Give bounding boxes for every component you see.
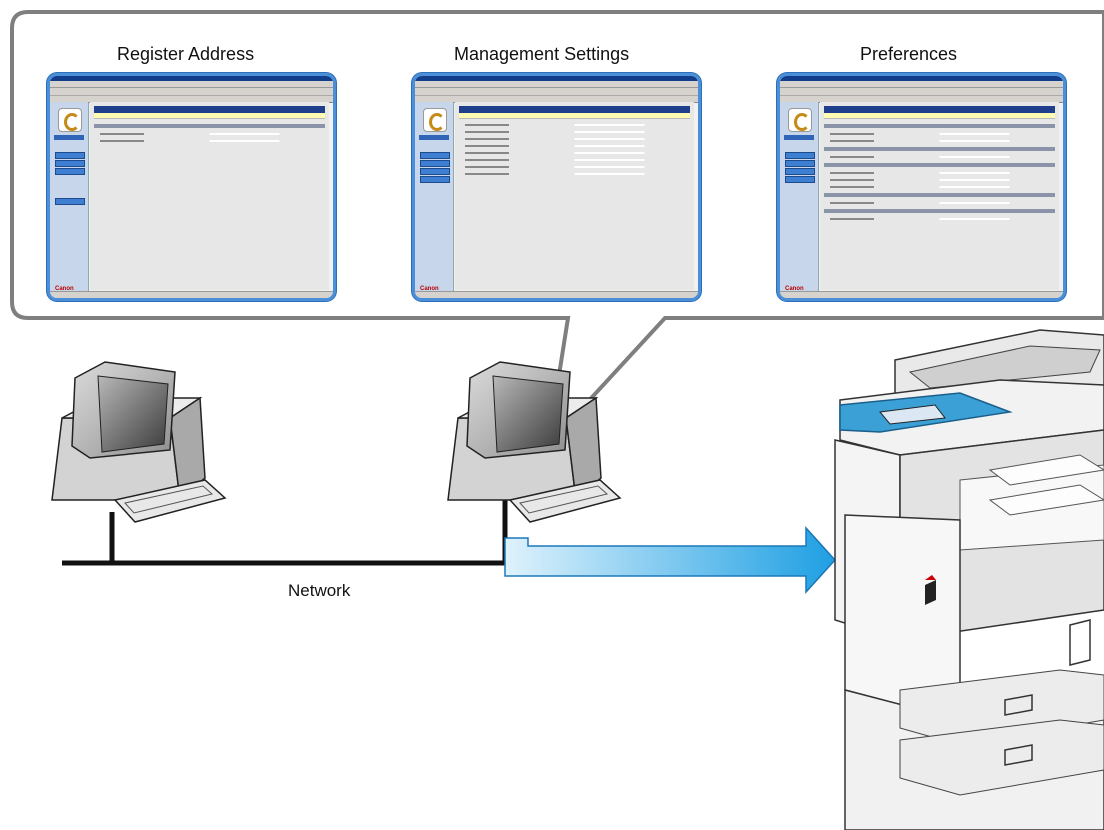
preferences-screenshot: Canon [777,73,1066,301]
canon-logo: Canon [420,286,439,292]
register-address-title: Register Address [117,44,255,64]
canon-logo: Canon [55,286,74,292]
data-arrow [504,526,837,594]
network-label: Network [288,581,351,600]
preferences-title: Preferences [860,44,958,64]
remote-ui-logo-icon [423,108,447,132]
computer-middle [447,361,622,523]
management-settings-title: Management Settings [454,44,630,64]
remote-ui-sidebar: Canon [415,102,454,298]
canon-logo: Canon [785,286,804,292]
remote-ui-sidebar: Canon [780,102,819,298]
remote-ui-logo-icon [58,108,82,132]
remote-ui-logo-icon [788,108,812,132]
management-settings-screenshot: Canon [412,73,701,301]
register-address-screenshot: Canon [47,73,336,301]
multifunction-printer [834,329,1104,830]
remote-ui-sidebar: Canon [50,102,89,298]
computer-left [51,361,227,523]
